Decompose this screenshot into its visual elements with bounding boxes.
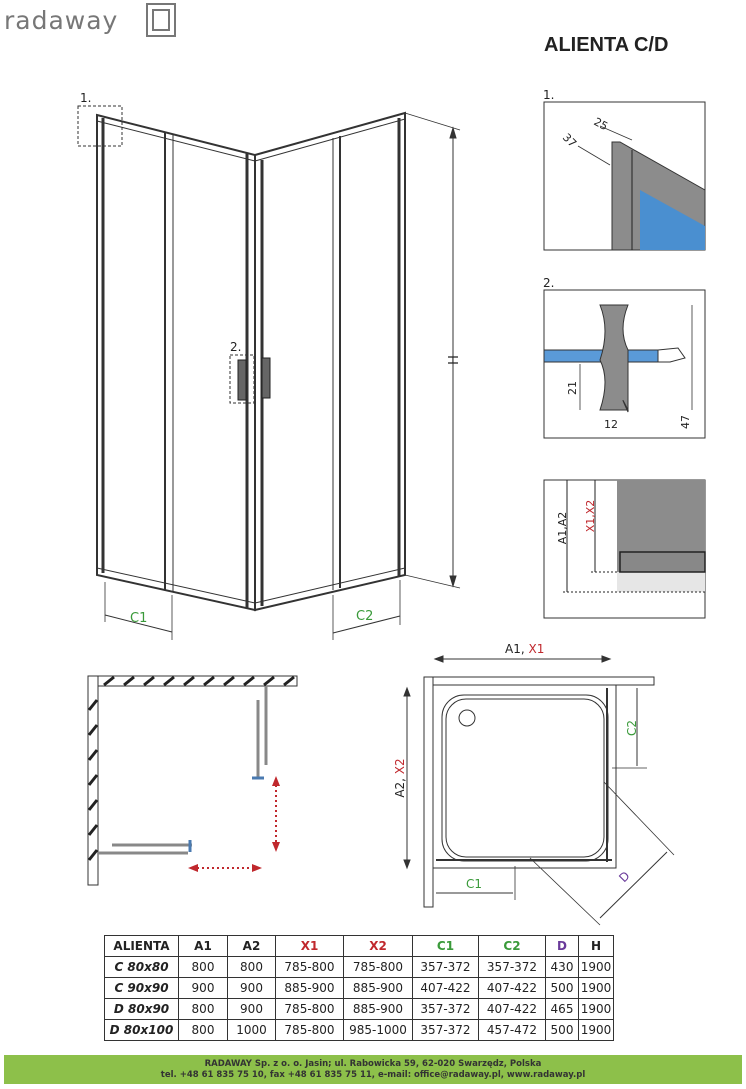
table-cell: 900 [227,998,276,1020]
svg-text:C2: C2 [625,720,639,736]
table-cell: 407-422 [478,977,546,999]
svg-text:H: H [447,355,462,365]
svg-text:2.: 2. [230,340,241,354]
table-cell: 357-372 [412,956,479,978]
column-header: H [578,935,614,957]
svg-text:C1: C1 [130,611,147,626]
svg-text:C2: C2 [356,609,373,624]
model-cell: D 80x90 [104,998,179,1020]
footer-address: RADAWAY Sp. z o. o. Jasin; ul. Rabowicka… [204,1059,542,1069]
column-header: C2 [478,935,546,957]
sliding-plan-drawing [87,675,298,886]
table-cell: 800 [227,956,276,978]
table-cell: 357-372 [412,1019,479,1041]
table-cell: 785-800 [275,956,344,978]
table-cell: 465 [545,998,579,1020]
tray-plan-drawing: A1, X1 A2, X2 C2 C1 D [393,642,675,926]
svg-text:X1,X2: X1,X2 [584,500,597,533]
svg-text:21: 21 [566,381,579,395]
table-cell: 800 [178,1019,228,1041]
detail1-marker [77,105,123,147]
table-cell: 800 [178,956,228,978]
model-cell: C 80x80 [104,956,179,978]
column-header: A1 [178,935,228,957]
svg-text:47: 47 [679,415,692,429]
column-header: C1 [412,935,479,957]
table-cell: 785-800 [343,956,413,978]
table-cell: 785-800 [275,1019,344,1041]
model-cell: C 90x90 [104,977,179,999]
table-cell: 500 [545,1019,579,1041]
svg-text:1.: 1. [80,91,91,105]
svg-text:D: D [616,869,632,885]
column-header: X1 [275,935,344,957]
enclosure-3d-drawing: 1. 2. [77,91,462,640]
table-cell: 457-472 [478,1019,546,1041]
table-cell: 900 [227,977,276,999]
table-cell: 407-422 [478,998,546,1020]
footer-contact: tel. +48 61 835 75 10, fax +48 61 835 75… [160,1070,586,1080]
table-cell: 430 [545,956,579,978]
table-cell: 900 [178,977,228,999]
svg-text:2.: 2. [543,276,554,290]
column-header: ALIENTA [104,935,179,957]
svg-text:C1: C1 [466,877,482,891]
column-header: X2 [343,935,413,957]
column-header: D [545,935,579,957]
table-cell: 357-372 [412,998,479,1020]
table-cell: 1900 [578,998,614,1020]
page-title: ALIENTA C/D [544,34,669,56]
svg-text:25: 25 [592,115,610,133]
table-cell: 785-800 [275,998,344,1020]
svg-text:A1, X1: A1, X1 [505,642,544,656]
svg-text:A2, X2: A2, X2 [393,758,407,797]
drawings: 1. 2. [77,88,706,926]
table-cell: 407-422 [412,977,479,999]
svg-text:1.: 1. [543,88,554,102]
column-header: A2 [227,935,276,957]
detail-3-tray-section: A1,A2 X1,X2 [543,479,706,619]
table-cell: 1000 [227,1019,276,1041]
logo-square-icon [146,3,176,37]
table-cell: 1900 [578,1019,614,1041]
table-cell: 500 [545,977,579,999]
table-cell: 1900 [578,977,614,999]
detail2-marker [229,354,255,404]
table-cell: 885-900 [275,977,344,999]
detail-1-profile: 1. 25 37 [543,88,706,251]
svg-text:A1,A2: A1,A2 [556,512,569,545]
table-header-row: ALIENTA A1 A2 X1 X2 C1 C2 D H [104,935,614,957]
table-cell: 885-900 [343,998,413,1020]
table-cell: 800 [178,998,228,1020]
detail-2-handle: 2. 21 12 47 [543,276,706,439]
table-cell: 1900 [578,956,614,978]
model-cell: D 80x100 [104,1019,179,1041]
table-cell: 357-372 [478,956,546,978]
table-cell: 985-1000 [343,1019,413,1041]
company-footer: RADAWAY Sp. z o. o. Jasin; ul. Rabowicka… [4,1055,742,1084]
svg-text:12: 12 [604,418,618,431]
brand-logo: radaway [4,6,119,35]
table-cell: 885-900 [343,977,413,999]
